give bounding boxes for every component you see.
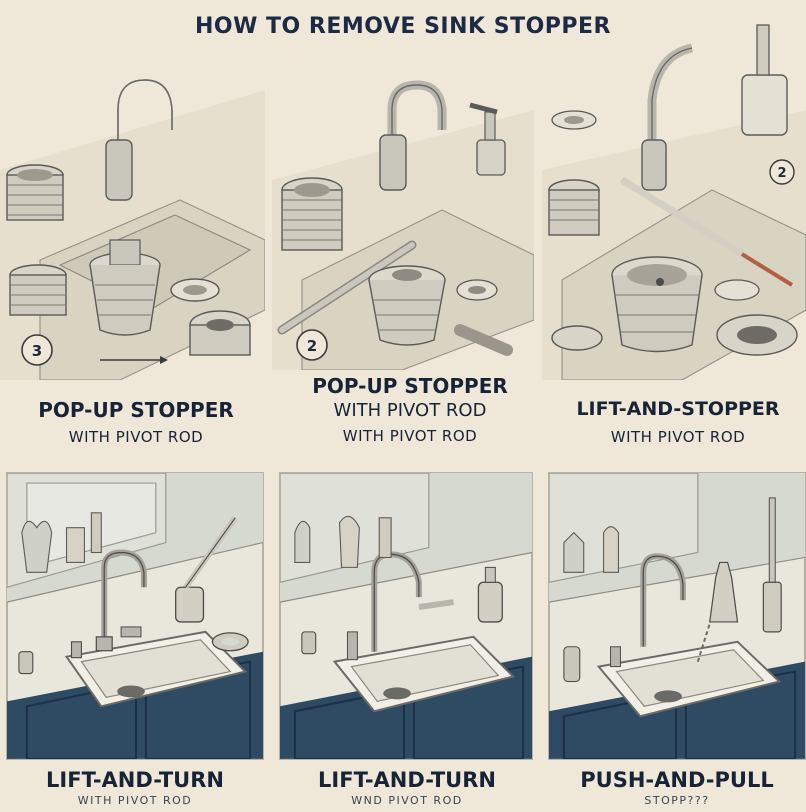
panel-3-title: LIFT-AND-STOPPER (576, 398, 780, 420)
threaded-stopper-icon (281, 177, 343, 251)
panel-5-caption: LIFT-AND-TURN WND PIVOT ROD (276, 768, 538, 807)
screwdriver-icon (620, 177, 794, 287)
soap-bottle-icon (477, 566, 503, 623)
panel-1-illustration: 3 (0, 50, 265, 380)
panel-4-caption: LIFT-AND-TURN WITH PIVOT ROD (0, 768, 270, 807)
page-title: HOW TO REMOVE SINK STOPPER (194, 14, 611, 39)
pivot-rod-icon (277, 240, 417, 335)
faucet-icon (95, 549, 147, 652)
panel-2-title: POP-UP STOPPER (312, 374, 508, 398)
panel-6-subtitle: STOPP??? (644, 794, 710, 807)
panel-4-title: LIFT-AND-TURN (46, 768, 224, 792)
step-number: 2 (777, 166, 786, 181)
panel-6-illustration (548, 472, 806, 760)
sink-basin-icon (332, 635, 516, 713)
jar-icon (175, 516, 238, 623)
panel-6-caption: PUSH-AND-PULL STOPP??? (548, 768, 806, 807)
pop-up-stopper-illustration: 3 (0, 79, 265, 380)
push-and-pull-sink-illustration (549, 473, 805, 759)
panel-1-caption: POP-UP STOPPER WITH PIVOT ROD (0, 398, 272, 446)
panel-2-title-line2: WITH PIVOT ROD (333, 400, 487, 421)
soap-bottle-icon (741, 24, 788, 136)
faucet-icon (640, 553, 686, 647)
panel-2-illustration: 2 (272, 50, 534, 370)
panel-5-title: LIFT-AND-TURN (318, 768, 496, 792)
rubber-ring-icon (716, 314, 798, 356)
stopper-basket-icon (611, 256, 703, 353)
spray-bottle-icon (709, 561, 739, 623)
threaded-stopper-icon (548, 179, 600, 236)
panel-1-subtitle: WITH PIVOT ROD (68, 428, 204, 446)
panel-5-subtitle: WND PIVOT ROD (351, 794, 463, 807)
panel-3-illustration: 2 (542, 20, 806, 380)
panel-3-subtitle: WITH PIVOT ROD (610, 428, 746, 446)
soap-dispenser-icon (469, 102, 506, 176)
sink-basin-icon (596, 640, 782, 718)
lift-and-turn-sink-illustration-2 (280, 473, 532, 759)
pivot-rod-illustration: 2 (272, 80, 534, 370)
step-number: 3 (32, 342, 42, 360)
panel-5-illustration (279, 472, 533, 760)
panel-3-caption: LIFT-AND-STOPPER WITH PIVOT ROD (550, 398, 806, 446)
panel-4-illustration (6, 472, 264, 760)
panel-6-title: PUSH-AND-PULL (580, 768, 774, 792)
panel-4-subtitle: WITH PIVOT ROD (77, 794, 193, 807)
stopper-assembly-icon (89, 239, 161, 336)
threaded-stopper-icon (9, 264, 67, 316)
rubber-ring-icon (189, 310, 251, 356)
panel-1-title: POP-UP STOPPER (38, 398, 234, 422)
lift-and-turn-sink-illustration (7, 473, 263, 759)
threaded-stopper-icon (6, 164, 64, 221)
faucet-icon (371, 551, 422, 652)
step-number: 2 (307, 337, 317, 355)
stopper-assembly-icon (368, 265, 446, 346)
lift-and-stopper-illustration: 2 (542, 24, 806, 380)
panel-2-subtitle: WITH PIVOT ROD (342, 427, 478, 445)
panel-2-caption: POP-UP STOPPER WITH PIVOT ROD WITH PIVOT… (276, 374, 544, 445)
plunger-rod-icon (762, 497, 782, 633)
